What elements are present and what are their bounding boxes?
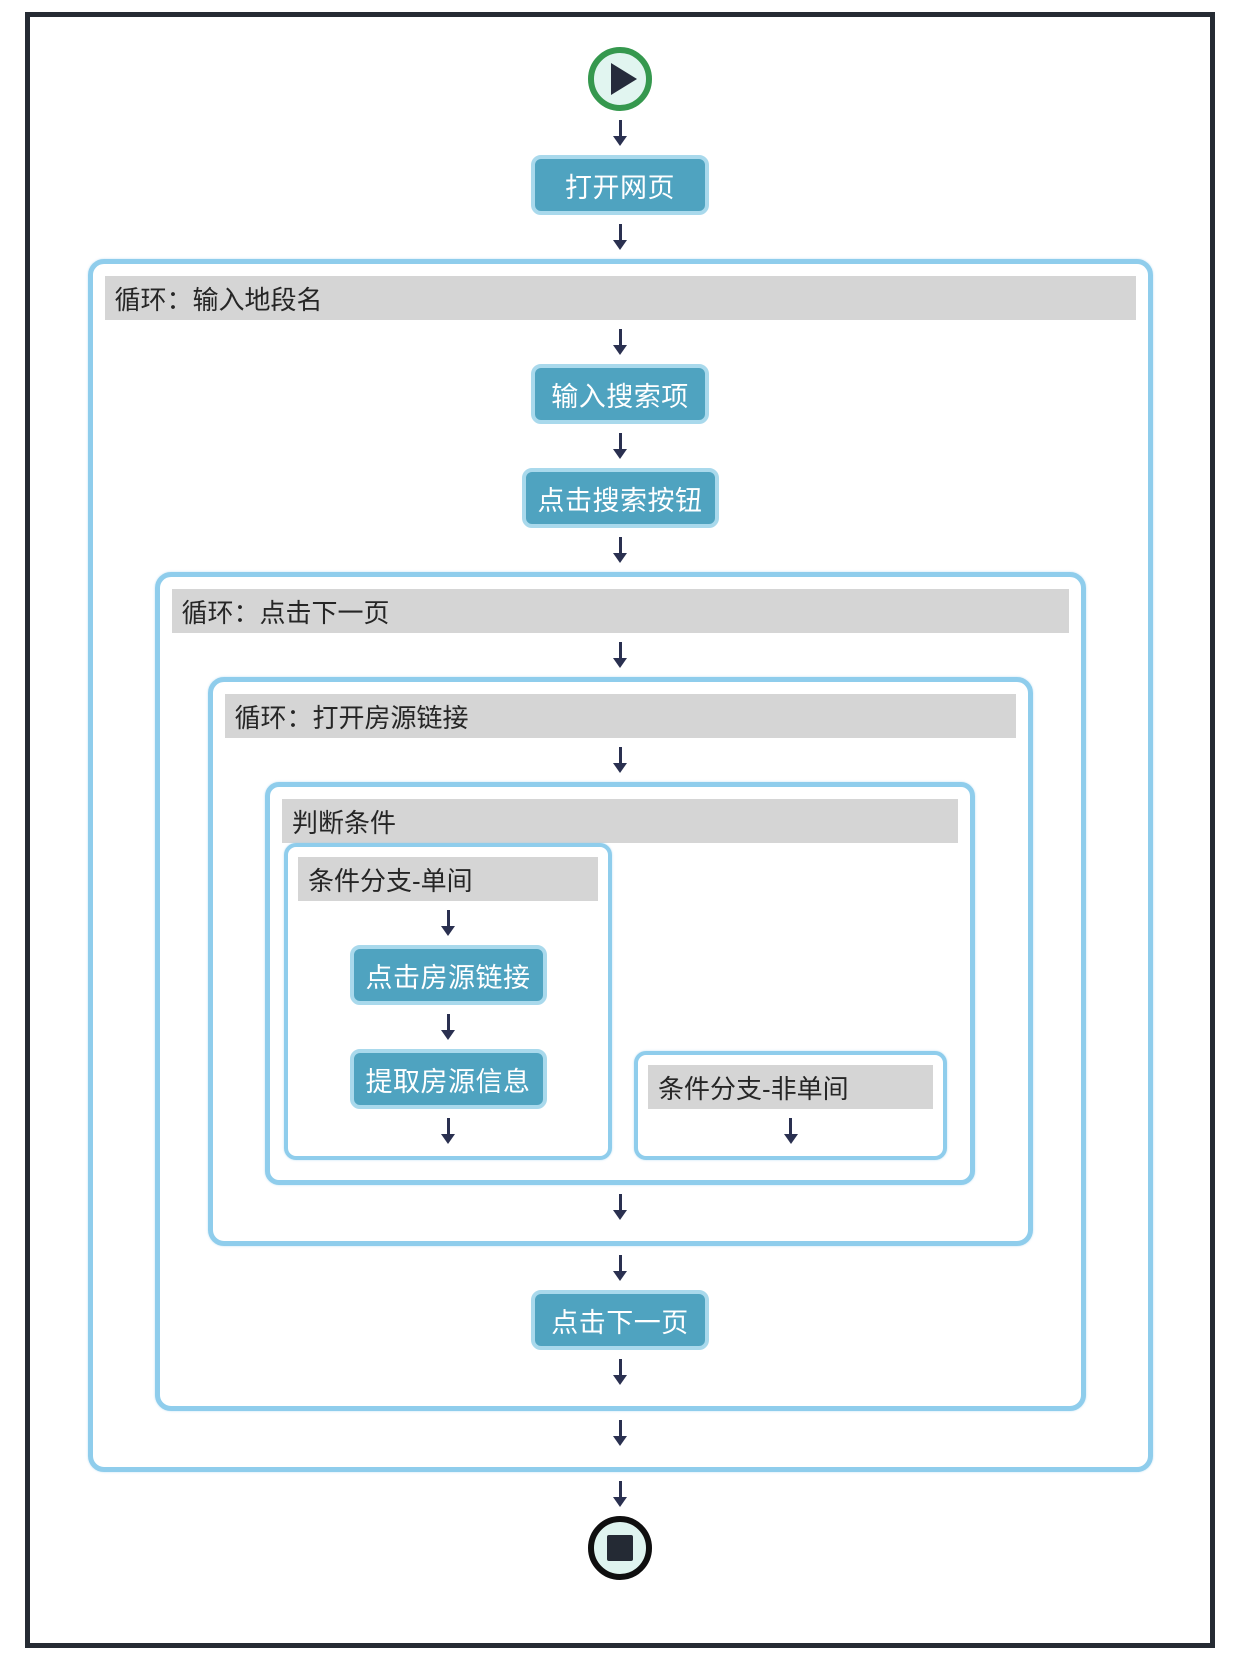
arrow-down-icon: [440, 1014, 456, 1040]
loop-next-page: 循环：点击下一页 循环：打开房源链接 判断条件 条件分支-单间 点击房源链接: [154, 572, 1086, 1411]
loop-input-location-header[interactable]: 循环：输入地段名: [104, 276, 1136, 320]
arrow-down-icon: [612, 1359, 628, 1385]
arrow-down-icon: [612, 642, 628, 668]
arrow-down-icon: [440, 1118, 456, 1144]
end-icon[interactable]: [588, 1516, 652, 1580]
node-extract-listing-info[interactable]: 提取房源信息: [349, 1049, 547, 1109]
arrow-down-icon: [612, 1255, 628, 1281]
start-icon[interactable]: [588, 47, 652, 111]
arrow-down-icon: [612, 1194, 628, 1220]
branch-single-room-header[interactable]: 条件分支-单间: [298, 857, 598, 901]
branch-single-room: 条件分支-单间 点击房源链接 提取房源信息: [284, 843, 612, 1160]
loop-open-listing: 循环：打开房源链接 判断条件 条件分支-单间 点击房源链接 提取房源信息: [207, 677, 1033, 1246]
node-open-webpage[interactable]: 打开网页: [531, 155, 709, 215]
arrow-down-icon: [440, 910, 456, 936]
loop-input-location: 循环：输入地段名 输入搜索项 点击搜索按钮 循环：点击下一页 循环：打开房源链接…: [87, 259, 1153, 1472]
workflow-frame: 打开网页 循环：输入地段名 输入搜索项 点击搜索按钮 循环：点击下一页 循环：打…: [25, 12, 1215, 1648]
arrow-down-icon: [612, 747, 628, 773]
node-click-next-page[interactable]: 点击下一页: [531, 1290, 709, 1350]
branch-non-single-room: 条件分支-非单间: [634, 1051, 947, 1160]
arrow-down-icon: [783, 1118, 799, 1144]
play-icon: [610, 63, 637, 95]
loop-next-page-header[interactable]: 循环：点击下一页: [171, 589, 1069, 633]
arrow-down-icon: [612, 1420, 628, 1446]
node-click-search-button[interactable]: 点击搜索按钮: [521, 468, 719, 528]
workflow-canvas: 打开网页 循环：输入地段名 输入搜索项 点击搜索按钮 循环：点击下一页 循环：打…: [30, 17, 1210, 1643]
arrow-down-icon: [612, 1481, 628, 1507]
node-click-listing-link[interactable]: 点击房源链接: [349, 945, 547, 1005]
condition-branches: 条件分支-单间 点击房源链接 提取房源信息 条件分支-非单间: [270, 843, 970, 1180]
condition-box: 判断条件 条件分支-单间 点击房源链接 提取房源信息: [265, 782, 975, 1185]
arrow-down-icon: [612, 433, 628, 459]
stop-icon: [607, 1535, 633, 1561]
arrow-down-icon: [612, 224, 628, 250]
condition-header[interactable]: 判断条件: [282, 799, 958, 843]
node-input-search-term[interactable]: 输入搜索项: [531, 364, 709, 424]
arrow-down-icon: [612, 329, 628, 355]
branch-non-single-room-header[interactable]: 条件分支-非单间: [648, 1065, 933, 1109]
arrow-down-icon: [612, 120, 628, 146]
arrow-down-icon: [612, 537, 628, 563]
loop-open-listing-header[interactable]: 循环：打开房源链接: [224, 694, 1016, 738]
